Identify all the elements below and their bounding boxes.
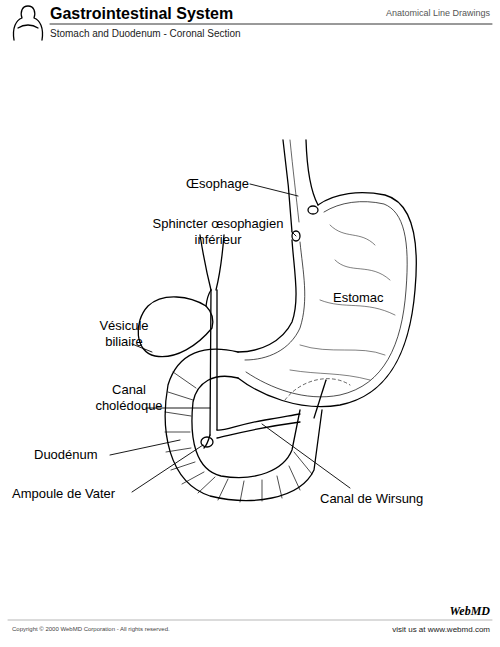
duodenum-wall (314, 380, 326, 418)
part-label: Œsophage (186, 176, 249, 192)
logo-text: WebMD (450, 604, 490, 618)
header-rule (50, 24, 492, 25)
esophagus (306, 140, 318, 205)
sphincter (292, 231, 300, 241)
diagram-title: Gastrointestinal System (50, 4, 233, 23)
body-icon (13, 6, 42, 40)
part-label: Vésicule biliaire (84, 318, 164, 349)
part-label: Duodénum (34, 447, 98, 463)
leader-line (110, 440, 180, 455)
stomach-wall (238, 240, 296, 352)
body-icon (18, 25, 38, 28)
part-label: Canal cholédoque (84, 382, 174, 413)
part-label: Sphincter œsophagien inférieur (140, 216, 296, 247)
leader-line (292, 232, 296, 236)
pancreatic-duct (204, 414, 300, 448)
leader-line (132, 445, 203, 492)
esophagus (283, 140, 292, 232)
duodenum-wall (192, 376, 300, 477)
leader-line (250, 184, 298, 196)
copyright-note: Copyright © 2000 WebMD Corporation - All… (12, 626, 170, 633)
gallbladder (138, 297, 213, 357)
common-bile-duct (210, 290, 217, 435)
stomach-wall (245, 242, 305, 360)
sphincter (308, 206, 318, 214)
cystic-duct (206, 290, 211, 306)
leader-line (262, 424, 350, 488)
part-label: Estomac (333, 290, 384, 306)
footer-link: visit us at www.webmd.com (392, 625, 490, 635)
subtitle: Stomach and Duodenum - Coronal Section (50, 28, 241, 40)
part-label: Ampoule de Vater (12, 486, 115, 502)
header-note: Anatomical Line Drawings (386, 8, 490, 19)
esophagus (290, 140, 299, 222)
footer-rule (8, 620, 492, 621)
part-label: Canal de Wirsung (320, 491, 423, 507)
duodenum-wall (165, 349, 322, 500)
duodenum-folds (165, 372, 312, 502)
pancreas-outline (285, 379, 350, 400)
stomach-folds (290, 225, 395, 380)
